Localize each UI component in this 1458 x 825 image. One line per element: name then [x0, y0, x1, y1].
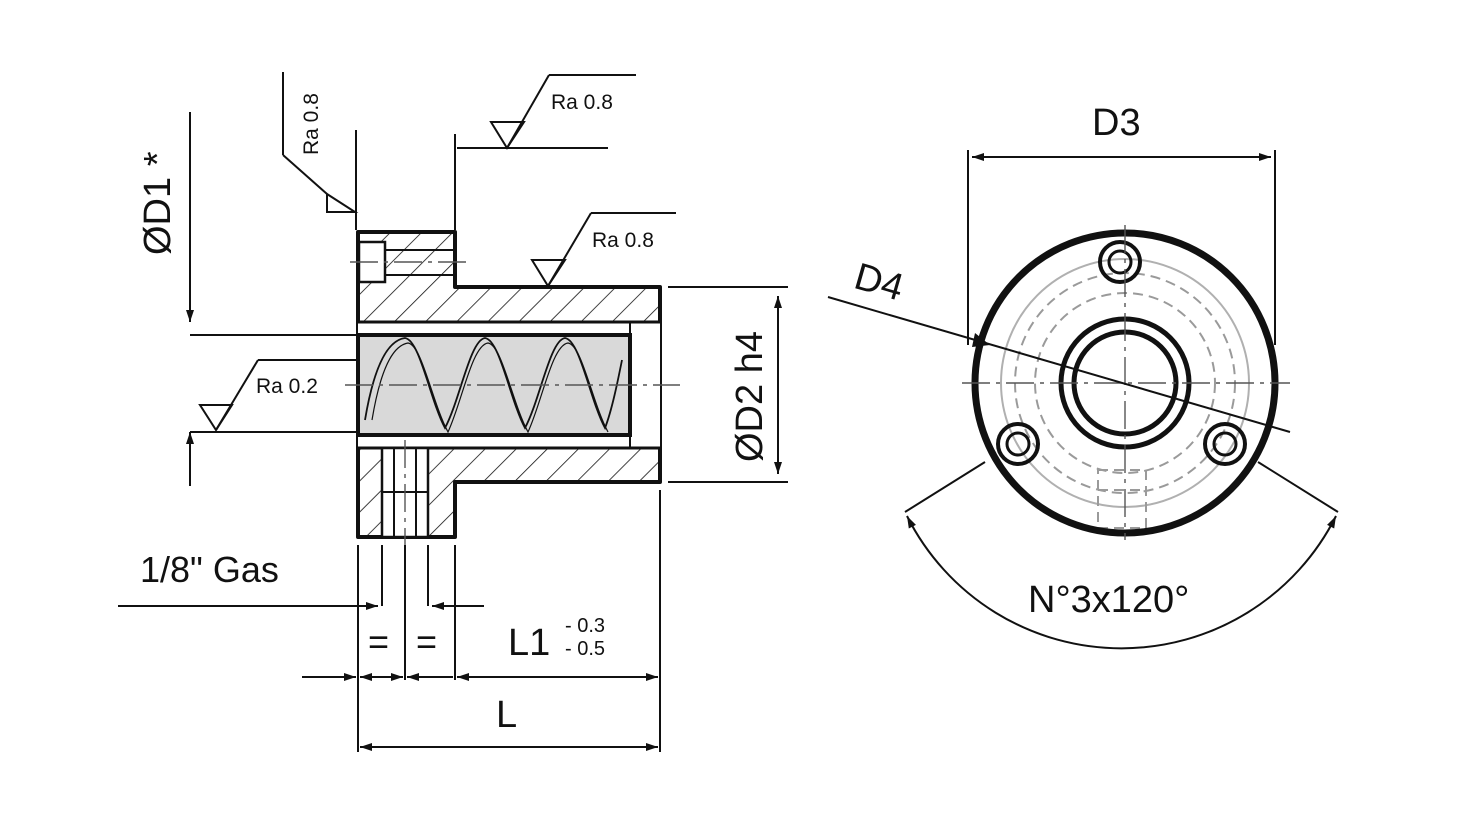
label-equal-right: =	[416, 621, 437, 662]
label-hole-pattern: N°3x120°	[1028, 579, 1189, 621]
ra-bore-symbol: Ra 0.2	[198, 359, 356, 432]
front-view	[962, 225, 1290, 540]
ra-bore-label: Ra 0.2	[256, 375, 318, 398]
mounting-hole-right	[1203, 422, 1247, 466]
mounting-hole-top	[1098, 240, 1142, 284]
label-d1: ØD1 *	[137, 151, 179, 255]
ra-od-label: Ra 0.8	[592, 229, 654, 252]
label-equal-left: =	[368, 621, 389, 662]
ra-shoulder-symbol: Ra 0.8	[454, 74, 636, 230]
label-tol-upper: - 0.3	[565, 615, 605, 637]
label-d4: D4	[850, 256, 908, 310]
label-d3: D3	[1092, 102, 1141, 144]
ra-od-symbol: Ra 0.8	[530, 212, 676, 288]
label-l: L	[496, 694, 517, 736]
label-d2: ØD2 h4	[729, 331, 771, 462]
dim-d3: D3	[967, 102, 1276, 345]
section-view	[345, 230, 680, 545]
ra-flange-label: Ra 0.8	[300, 93, 323, 155]
ra-flange-symbol: Ra 0.8	[282, 72, 359, 230]
dim-d1: ØD1 *	[137, 112, 356, 486]
bottom-dimensions: 1/8" Gas = = L1 - 0.3 - 0.5 L	[118, 490, 661, 752]
ra-shoulder-label: Ra 0.8	[551, 91, 613, 114]
dim-d2: ØD2 h4	[668, 286, 788, 483]
label-tol-lower: - 0.5	[565, 638, 605, 660]
label-thread: 1/8" Gas	[140, 549, 279, 590]
label-l1: L1	[508, 622, 550, 664]
dim-d4: D4	[827, 256, 1291, 433]
spring	[364, 337, 623, 431]
mounting-hole-left	[996, 422, 1040, 466]
dim-hole-pattern: N°3x120°	[904, 461, 1339, 650]
